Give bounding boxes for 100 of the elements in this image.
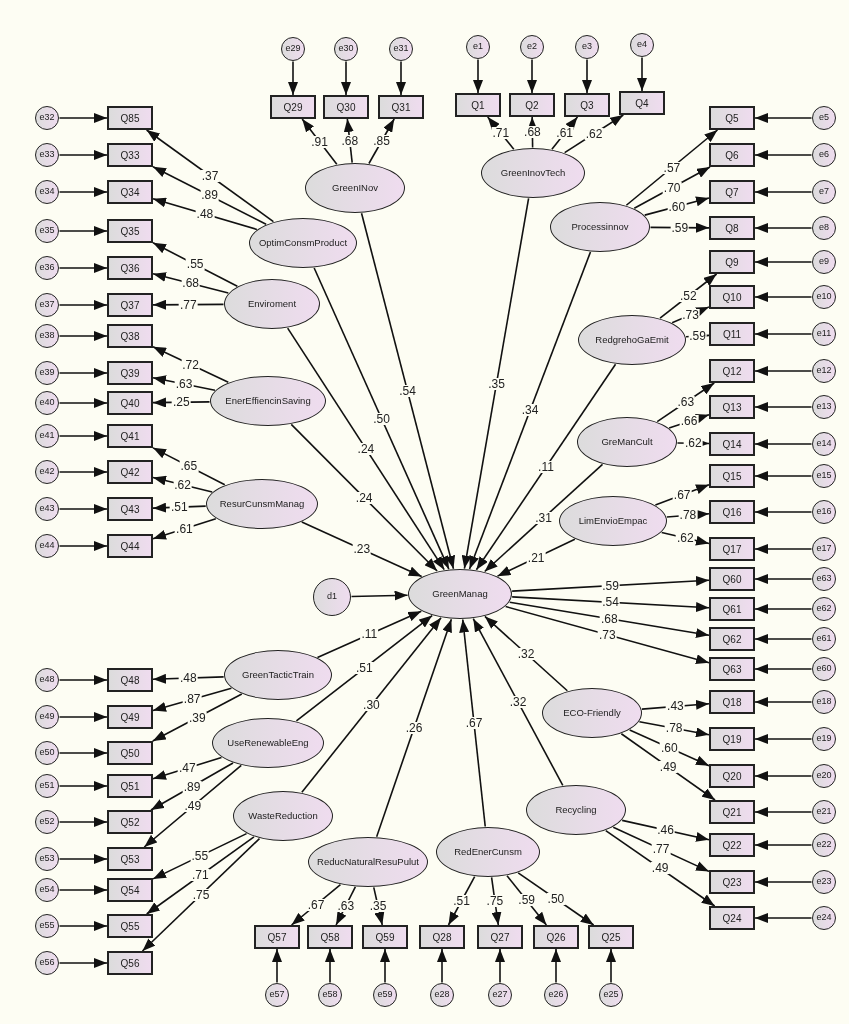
observed-variable-box: Q6 [709,143,755,167]
edge-label: .48 [195,208,215,221]
error-term-circle: e29 [281,37,305,61]
error-term-circle: e58 [318,983,342,1007]
path-arrow [58,748,108,758]
edge-label: .35 [487,377,506,390]
path-arrow [143,764,243,848]
path-arrow [459,618,487,828]
path-arrow [58,331,108,341]
observed-variable-box: Q20 [709,764,755,788]
path-arrow [58,467,108,477]
observed-variable-box: Q24 [709,906,755,930]
path-arrow [58,541,108,551]
error-term-circle: e42 [35,460,59,484]
error-term-circle: e27 [488,983,512,1007]
observed-variable-box: Q21 [709,800,755,824]
error-term-circle: e62 [812,597,836,621]
error-term-circle: e31 [389,37,413,61]
path-arrow [754,150,813,160]
error-term-circle: e57 [265,983,289,1007]
observed-variable-box: Q8 [709,216,755,240]
latent-variable-ellipse: ReducNaturalResuPulut [308,837,428,887]
path-arrow [671,306,710,324]
observed-variable-box: Q36 [107,256,153,280]
path-arrow [638,721,710,738]
edge-label: .60 [667,200,687,213]
path-arrow [563,114,625,154]
edge-label: .87 [182,693,202,706]
path-arrow [754,507,813,517]
path-arrow [58,854,108,864]
edge-label: .52 [678,290,698,303]
path-arrow [754,402,813,412]
observed-variable-box: Q12 [709,359,755,383]
observed-variable-box: Q44 [107,534,153,558]
edge-label: .62 [676,532,695,544]
latent-variable-ellipse: GreManCult [577,417,677,467]
error-term-circle: e60 [812,657,836,681]
error-term-circle: e20 [812,764,836,788]
path-arrow [396,60,406,96]
edge-label: .31 [534,511,553,524]
edge-label: .49 [650,862,670,875]
observed-variable-box: Q39 [107,361,153,385]
observed-variable-box: Q51 [107,774,153,798]
path-arrow [754,734,813,744]
error-term-circle: e9 [812,250,836,274]
error-term-circle: e24 [812,906,836,930]
observed-variable-box: Q26 [533,925,579,949]
edge-label: .23 [352,543,372,556]
observed-variable-box: Q29 [270,95,316,119]
error-term-circle: e35 [35,219,59,243]
observed-variable-box: Q13 [709,395,755,419]
edge-label: .68 [523,126,542,139]
error-term-circle: e39 [35,361,59,385]
error-term-circle: e49 [35,705,59,729]
path-arrow [272,948,282,984]
latent-variable-ellipse: LimEnvioEmpac [559,496,667,546]
error-term-circle: e21 [812,800,836,824]
edge-label: .11 [537,461,555,474]
error-term-circle: e6 [812,143,836,167]
error-term-circle: e36 [35,256,59,280]
path-arrow [620,732,716,801]
path-arrow [754,439,813,449]
observed-variable-box: Q62 [709,627,755,651]
edge-label: .91 [310,135,329,148]
error-term-circle: e26 [544,983,568,1007]
edge-label: .55 [190,850,210,863]
edge-label: .47 [177,762,197,775]
latent-variable-ellipse: EnerEffiencinSaving [210,376,326,426]
path-arrow [604,829,716,907]
path-arrow [754,697,813,707]
error-term-circle: e43 [35,497,59,521]
edge-label: .77 [178,298,198,311]
error-term-circle: e12 [812,359,836,383]
edge-label: .51 [452,894,471,907]
error-term-circle: e1 [466,35,490,59]
error-term-circle: e37 [35,293,59,317]
observed-variable-box: Q61 [709,597,755,621]
path-arrow [325,948,335,984]
latent-variable-ellipse: GreenInovTech [481,148,585,198]
error-term-circle: e34 [35,180,59,204]
path-arrow [754,544,813,554]
path-arrow [58,781,108,791]
edge-label: .67 [306,898,326,911]
path-arrow [504,605,710,664]
edge-label: .77 [651,843,671,856]
observed-variable-box: Q10 [709,285,755,309]
edge-label: .65 [179,460,199,473]
observed-variable-box: Q41 [107,424,153,448]
edge-label: .24 [356,442,376,455]
path-arrow [511,596,710,612]
observed-variable-box: Q14 [709,432,755,456]
path-arrow [495,948,505,984]
path-arrow [58,368,108,378]
edge-label: .50 [372,412,391,425]
error-term-circle: e51 [35,774,59,798]
edge-label: .59 [517,894,537,907]
edge-label: .34 [520,404,540,417]
path-arrow [754,187,813,197]
latent-variable-ellipse: UseRenewableEng [212,718,324,768]
edge-label: .89 [182,780,202,793]
